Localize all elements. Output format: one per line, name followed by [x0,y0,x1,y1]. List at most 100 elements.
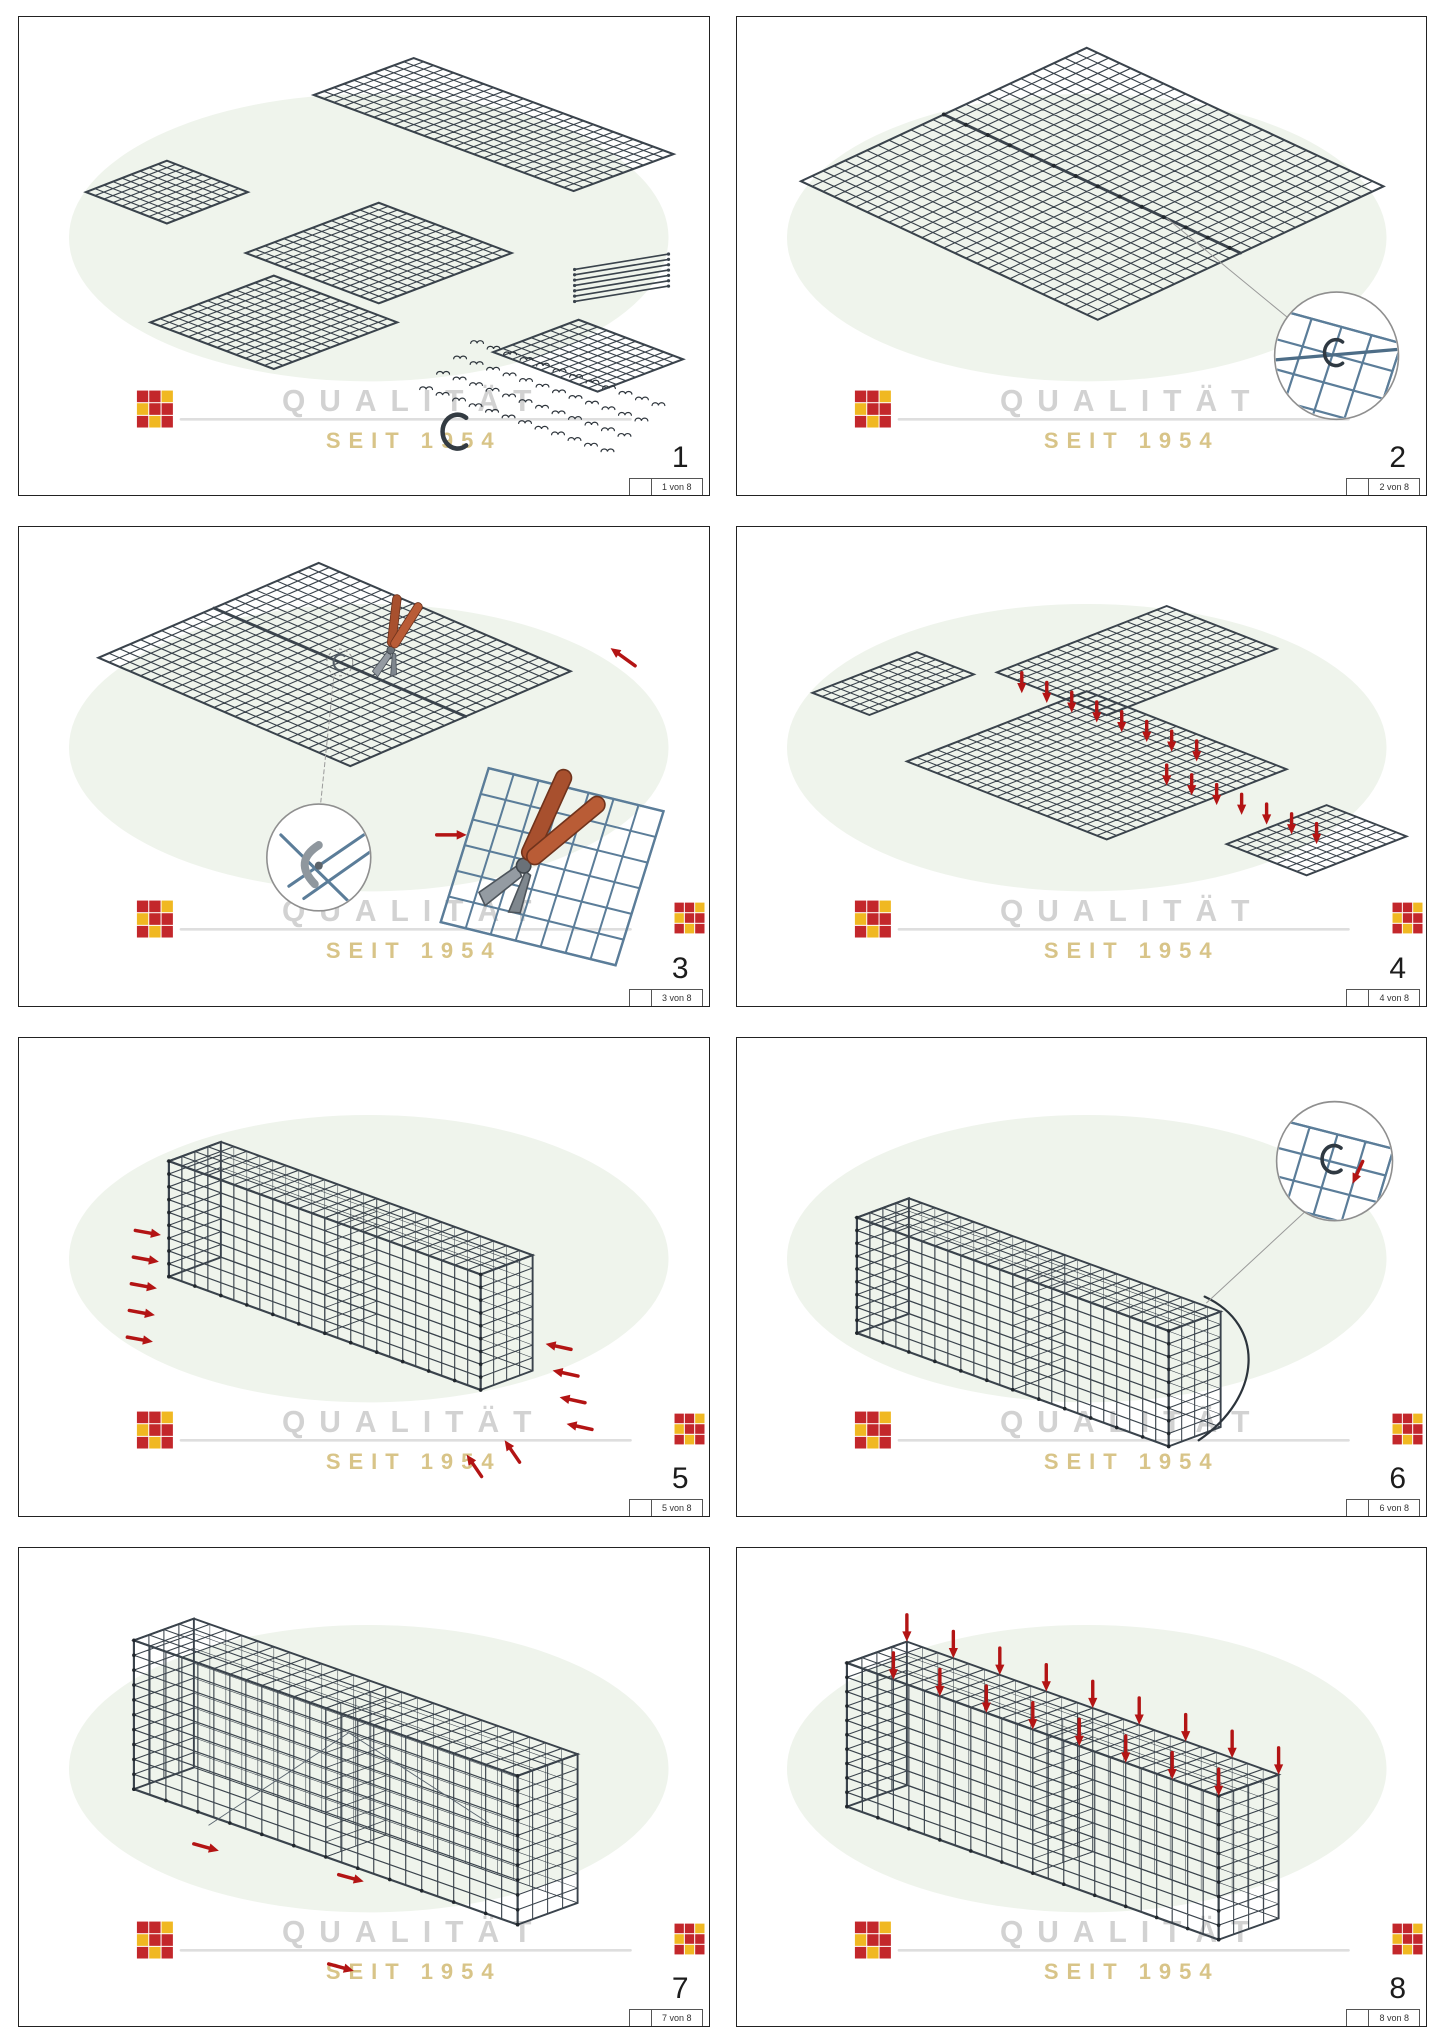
red-arrow-head [1074,1735,1084,1746]
red-arrow-head [342,1963,354,1973]
red-arrow-head [1213,1785,1223,1796]
clip-dot [400,1359,405,1363]
red-arrow-head [1311,834,1321,845]
mesh-frame [310,56,677,193]
clip-dot [515,1803,520,1808]
brand-logo-icon [136,1921,173,1959]
clip-dot [880,1340,885,1344]
clip-dot [937,1837,942,1842]
red-arrow [564,1396,587,1404]
clip-dot [478,1387,483,1392]
clip-dot [451,1899,456,1904]
clip-dot [296,1321,301,1326]
clip-dot [984,1377,989,1382]
clip-dot [1216,1793,1220,1798]
red-arrow-head [1186,785,1196,796]
clip-dot [515,1818,520,1823]
red-arrow-head [994,1664,1004,1675]
clip-dot [1095,184,1100,189]
clip-dot [478,1361,483,1366]
red-arrow-head [466,1454,477,1466]
brand-logo-icon [674,1923,705,1955]
clip-dot [854,1317,859,1322]
c-clip-icon [1322,337,1344,368]
title-block-mark [630,1499,652,1516]
clip-dot [167,1210,171,1214]
red-arrow-head [1352,1171,1361,1184]
seam-line [212,606,468,719]
clip-dot [515,1863,520,1867]
red-arrow-head [1027,1718,1037,1730]
red-arrow-head [566,1420,578,1431]
red-arrow-head [146,1281,157,1291]
red-arrow-head [1273,1764,1283,1775]
rod [573,263,670,281]
title-block: 1 von 8 [628,478,703,496]
pliers-icon [371,594,423,678]
clip-dot [1062,1406,1067,1410]
clip-dot [419,1888,424,1893]
watermark-ellipse [68,1114,669,1402]
title-block-mark [1347,989,1370,1006]
watermark-line1: QUALITÄT [282,384,545,418]
red-arrow-head [1261,814,1271,825]
clip-dot [1166,1444,1170,1448]
rod [573,274,670,292]
clip-dot [426,1368,431,1373]
brand-logo-icon [854,390,891,428]
page-indicator: 8 von 8 [1379,2013,1409,2023]
clip-dot [854,1215,859,1219]
clip-dot [219,1293,223,1297]
clip-dot [844,1747,849,1751]
red-arrow-head [1211,795,1221,806]
clip-tool-icon [300,841,323,889]
clip-dot [167,1274,171,1278]
clip-dot [1216,1822,1220,1827]
clip-dot [844,1718,849,1723]
red-arrow [506,1443,522,1464]
clip-dot [854,1305,859,1309]
clip-dot [515,1833,520,1837]
mesh-frame [809,651,977,717]
clip-dot [1114,1425,1119,1429]
red-arrow-head [1180,1730,1190,1742]
red-arrow-head [888,1669,898,1680]
clip-dot [854,1330,859,1335]
red-arrow [125,1334,148,1342]
watermark-line1: QUALITÄT [282,1404,545,1438]
red-arrow-head [901,1631,911,1642]
clip-dot [271,1312,275,1316]
clip-dot [1088,1415,1093,1420]
red-arrow-head [1141,731,1151,743]
red-arrow [326,1961,349,1971]
clip-dot [906,1349,911,1354]
watermark-ellipse [786,93,1387,382]
clip-dot [323,1854,328,1859]
red-arrow-head [352,1874,364,1884]
red-arrow [133,1228,156,1236]
red-arrow-head [559,1394,571,1404]
clip-dot [999,1859,1004,1864]
title-block: 7 von 8 [628,2009,703,2026]
page-indicator: 4 von 8 [1379,992,1409,1003]
clip-dot [1030,1871,1035,1875]
spiral-clips [470,340,666,407]
mesh-frame [1275,309,1398,419]
clip-dot [167,1184,171,1189]
clip-dot [1029,153,1034,158]
title-block-mark [630,479,652,496]
clip-dot [844,1660,849,1665]
rod [573,269,670,287]
brand-logo-icon [674,1413,705,1444]
red-arrow [127,1308,150,1316]
clip-dot [1123,1904,1128,1908]
